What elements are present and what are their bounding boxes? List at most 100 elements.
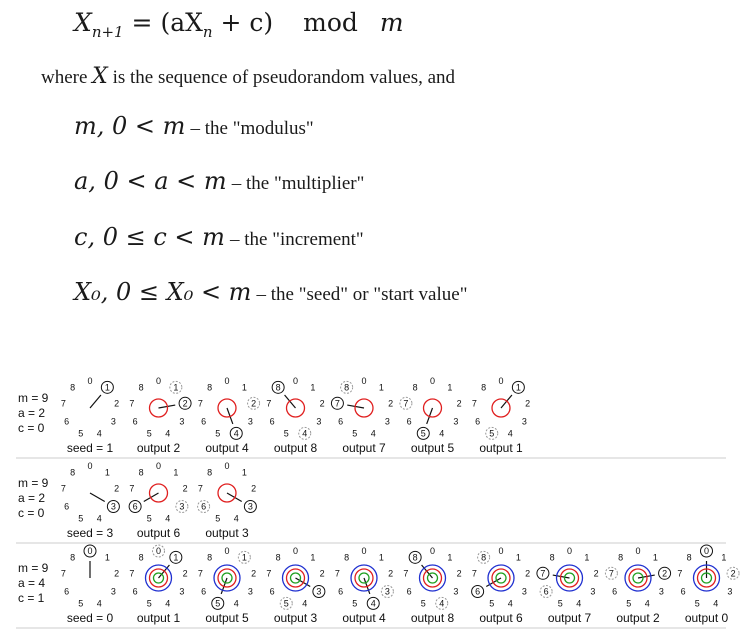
dial-number: 5 bbox=[421, 428, 426, 438]
row-param-c: c = 0 bbox=[18, 506, 45, 520]
dial-number: 3 bbox=[522, 587, 527, 597]
dial-number: 6 bbox=[201, 502, 206, 512]
dial-number: 8 bbox=[207, 552, 212, 562]
dial-number: 4 bbox=[165, 513, 170, 523]
dial-number: 5 bbox=[695, 598, 700, 608]
previous-value-marker bbox=[477, 550, 491, 564]
param-math: c, 0 ≤ c < m bbox=[74, 223, 225, 251]
step-label: output 3 bbox=[274, 611, 318, 625]
dial-number: 6 bbox=[338, 417, 343, 427]
dial-number: 8 bbox=[139, 382, 144, 392]
multiplier-arc-2 bbox=[144, 564, 173, 592]
current-value-marker bbox=[366, 596, 380, 610]
dial-number: 8 bbox=[413, 382, 418, 392]
dial-number: 8 bbox=[276, 382, 281, 392]
multiplier-arc bbox=[217, 398, 237, 418]
dial-number: 8 bbox=[481, 552, 486, 562]
current-value-marker bbox=[312, 585, 326, 598]
param-math: m, 0 < m bbox=[74, 112, 186, 140]
dial-number: 4 bbox=[371, 598, 376, 608]
dial-hand bbox=[89, 394, 102, 409]
dial-number: 3 bbox=[316, 417, 321, 427]
dial-number: 2 bbox=[525, 398, 530, 408]
current-value-marker bbox=[243, 500, 257, 513]
intro-where: where bbox=[41, 67, 88, 88]
step-label: output 5 bbox=[411, 441, 455, 455]
previous-value-marker bbox=[175, 500, 189, 513]
previous-value-marker bbox=[340, 380, 354, 394]
dial-number: 1 bbox=[173, 382, 178, 392]
dial-number: 3 bbox=[659, 587, 664, 597]
multiplier-arc bbox=[696, 568, 717, 588]
dial-number: 6 bbox=[407, 587, 412, 597]
row-param-m: m = 9 bbox=[18, 391, 49, 405]
dial-number: 0 bbox=[156, 546, 161, 556]
previous-value-marker bbox=[726, 566, 740, 580]
formula-rhs: = (aX bbox=[131, 8, 203, 37]
dial-number: 2 bbox=[388, 398, 393, 408]
increment-arc bbox=[426, 572, 439, 584]
dial-number: 0 bbox=[430, 376, 435, 386]
current-value-marker bbox=[408, 550, 422, 564]
dial-number: 8 bbox=[70, 552, 75, 562]
dial-number: 2 bbox=[251, 398, 256, 408]
dial-number: 7 bbox=[266, 398, 271, 408]
param-multiplier: a, 0 < a < m – the "multiplier" bbox=[74, 167, 364, 195]
dial-number: 2 bbox=[320, 568, 325, 578]
dial-number: 1 bbox=[242, 552, 247, 562]
row-param-c: c = 1 bbox=[18, 591, 45, 605]
dial-number: 4 bbox=[302, 598, 307, 608]
dial-number: 3 bbox=[385, 587, 390, 597]
previous-value-marker bbox=[169, 380, 183, 394]
param-label: – the "increment" bbox=[230, 229, 364, 250]
dial-number: 0 bbox=[567, 546, 572, 556]
dial-number: 0 bbox=[87, 376, 92, 386]
step-label: output 7 bbox=[548, 611, 592, 625]
step-label: output 3 bbox=[205, 526, 249, 540]
dial-number: 1 bbox=[584, 552, 589, 562]
current-value-marker bbox=[536, 566, 550, 580]
multiplier-arc bbox=[148, 568, 169, 588]
current-value-marker bbox=[178, 396, 192, 410]
param-label: – the "multiplier" bbox=[231, 173, 365, 194]
dial-number: 5 bbox=[284, 598, 289, 608]
dial-number: 5 bbox=[421, 598, 426, 608]
dial-number: 2 bbox=[251, 483, 256, 493]
dial-number: 4 bbox=[371, 428, 376, 438]
dial-number: 8 bbox=[550, 552, 555, 562]
dial-number: 2 bbox=[320, 398, 325, 408]
dial-number: 7 bbox=[198, 483, 203, 493]
dial-number: 2 bbox=[388, 568, 393, 578]
dial-number: 2 bbox=[594, 568, 599, 578]
dial-number: 5 bbox=[78, 513, 83, 523]
dial-number: 1 bbox=[242, 467, 247, 477]
dial-number: 6 bbox=[133, 502, 138, 512]
dial-number: 1 bbox=[447, 552, 452, 562]
previous-value-marker bbox=[298, 426, 312, 440]
dial-number: 6 bbox=[544, 587, 549, 597]
multiplier-arc-2 bbox=[281, 564, 310, 592]
increment-arc bbox=[289, 572, 302, 584]
dial-number: 7 bbox=[198, 568, 203, 578]
param-math: X₀, 0 ≤ X₀ < m bbox=[74, 278, 252, 306]
current-value-marker bbox=[330, 396, 344, 410]
dial-number: 2 bbox=[183, 483, 188, 493]
dial-number: 6 bbox=[270, 587, 275, 597]
row-param-m: m = 9 bbox=[18, 476, 49, 490]
dial-number: 7 bbox=[540, 568, 545, 578]
dial-number: 1 bbox=[105, 467, 110, 477]
dial-number: 4 bbox=[165, 428, 170, 438]
dial-number: 4 bbox=[439, 428, 444, 438]
multiplier-arc-2 bbox=[350, 564, 378, 592]
dial-number: 4 bbox=[97, 428, 102, 438]
previous-value-marker bbox=[279, 596, 293, 610]
dial-number: 2 bbox=[525, 568, 530, 578]
multiplier-arc bbox=[285, 398, 306, 418]
dial-number: 0 bbox=[87, 546, 92, 556]
